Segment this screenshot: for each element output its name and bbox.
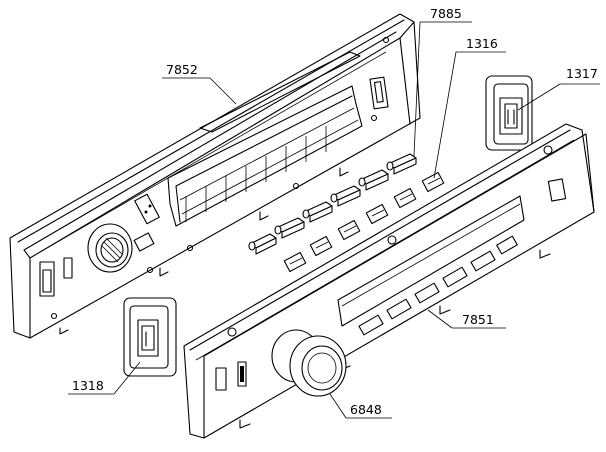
part-1318-switch-module — [123, 297, 177, 377]
label-6848: 6848 — [350, 402, 382, 417]
part-1316-button-caps — [283, 171, 445, 273]
part-7852-control-board — [9, 13, 421, 339]
callout-labels: 7852 7885 1316 1317 7851 1318 6848 — [72, 6, 598, 417]
leader-lines — [68, 21, 600, 419]
part-7885-push-buttons — [248, 153, 417, 255]
part-6848-rotary-knob — [271, 329, 347, 397]
label-1316: 1316 — [466, 36, 498, 51]
label-7852: 7852 — [166, 62, 198, 77]
label-7885: 7885 — [430, 6, 462, 21]
label-1317: 1317 — [566, 66, 598, 81]
label-1318: 1318 — [72, 378, 104, 393]
part-1317-switch-module — [485, 75, 533, 151]
label-7851: 7851 — [462, 312, 494, 327]
